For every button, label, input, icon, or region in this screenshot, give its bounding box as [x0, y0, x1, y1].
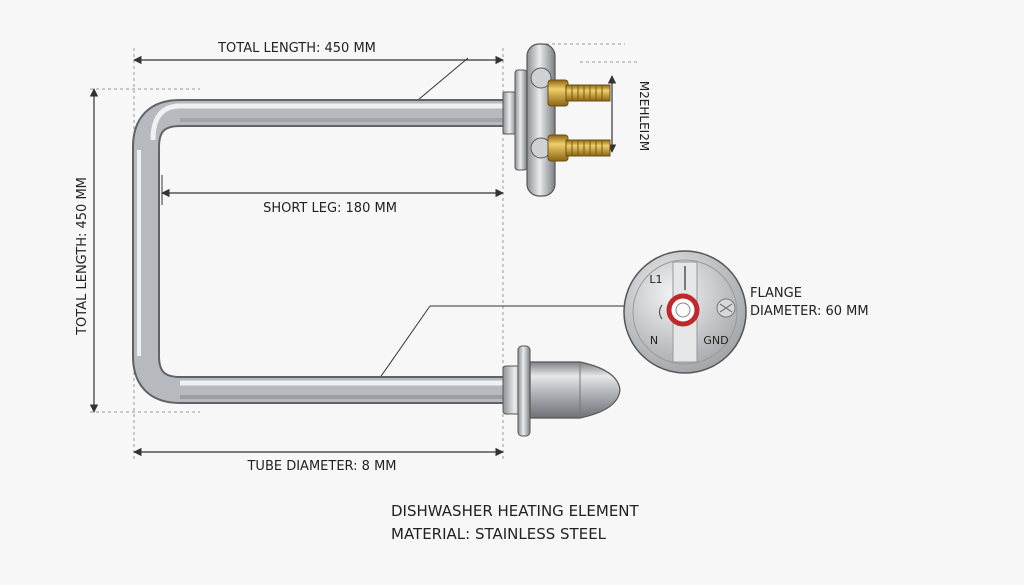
leader-line-top: [417, 57, 469, 101]
heating-tube: [132, 99, 505, 404]
tube-diameter-label: TUBE DIAMETER: 8 MM: [246, 459, 396, 474]
end-cap-assembly: [502, 345, 621, 437]
short-leg-label: SHORT LEG: 180 MM: [263, 201, 397, 216]
caption-material: MATERIAL: STAINLESS STEEL: [391, 525, 607, 543]
brass-terminal-upper: [547, 79, 611, 107]
terminal-n-label: N: [650, 334, 658, 347]
thread-label: M2EHLEI2M: [637, 81, 651, 151]
brass-terminal-lower: [547, 134, 611, 162]
total-length-side-label: TOTAL LENGTH: 450 MM: [75, 177, 90, 336]
terminal-gnd-label: GND: [703, 334, 728, 347]
flange-assembly: [502, 43, 556, 197]
flange-detail-view: [623, 250, 747, 374]
flange-label-line2: DIAMETER: 60 MM: [750, 304, 869, 319]
flange-label-line1: FLANGE: [750, 286, 802, 301]
terminal-l1-label: L1: [649, 273, 662, 286]
caption-title: DISHWASHER HEATING ELEMENT: [391, 502, 640, 520]
total-length-top-label: TOTAL LENGTH: 450 MM: [217, 41, 376, 56]
